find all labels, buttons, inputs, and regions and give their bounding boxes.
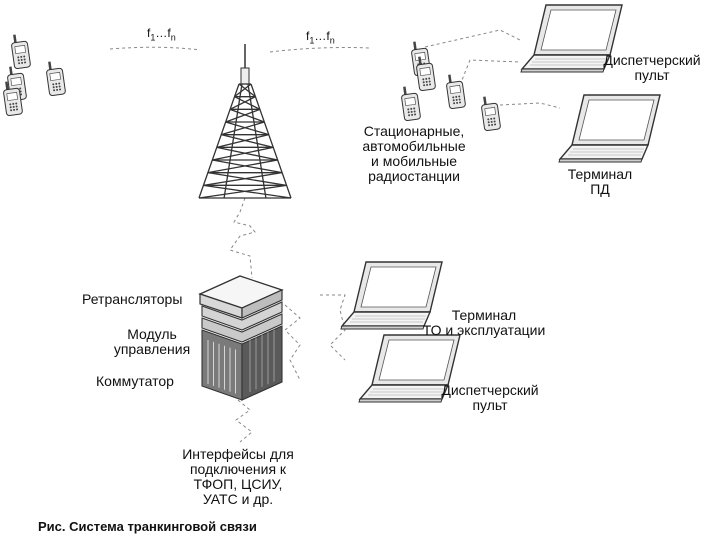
link-radio2-dispatcher — [459, 59, 521, 86]
figure-caption: Рис. Система транкинговой связи — [38, 519, 257, 534]
label-switch: Коммутатор — [96, 373, 174, 389]
radio-tower-icon — [198, 44, 292, 199]
wave-right — [269, 47, 371, 53]
link-server-right — [284, 304, 301, 381]
link-tower-server — [229, 197, 256, 279]
handheld-radios — [1, 32, 502, 132]
handheld-radio-icon — [44, 59, 67, 97]
link-lines — [109, 29, 561, 443]
freq-label-right: f1…fn — [306, 29, 335, 46]
link-server-interfaces — [235, 399, 253, 443]
handheld-radio-icon — [9, 32, 32, 70]
link-radio-dispatcher — [424, 29, 521, 48]
wave-left — [109, 46, 201, 51]
link-radio-terminal — [499, 102, 561, 109]
server-rack-icon — [198, 275, 284, 401]
label-repeaters: Ретрансляторы — [82, 291, 183, 307]
freq-label-left: f1…fn — [147, 26, 176, 43]
link-server-laptops — [320, 294, 346, 361]
handheld-radio-icon — [479, 94, 502, 132]
handheld-radio-icon — [399, 84, 422, 122]
laptop-terminal-pd — [558, 94, 661, 163]
